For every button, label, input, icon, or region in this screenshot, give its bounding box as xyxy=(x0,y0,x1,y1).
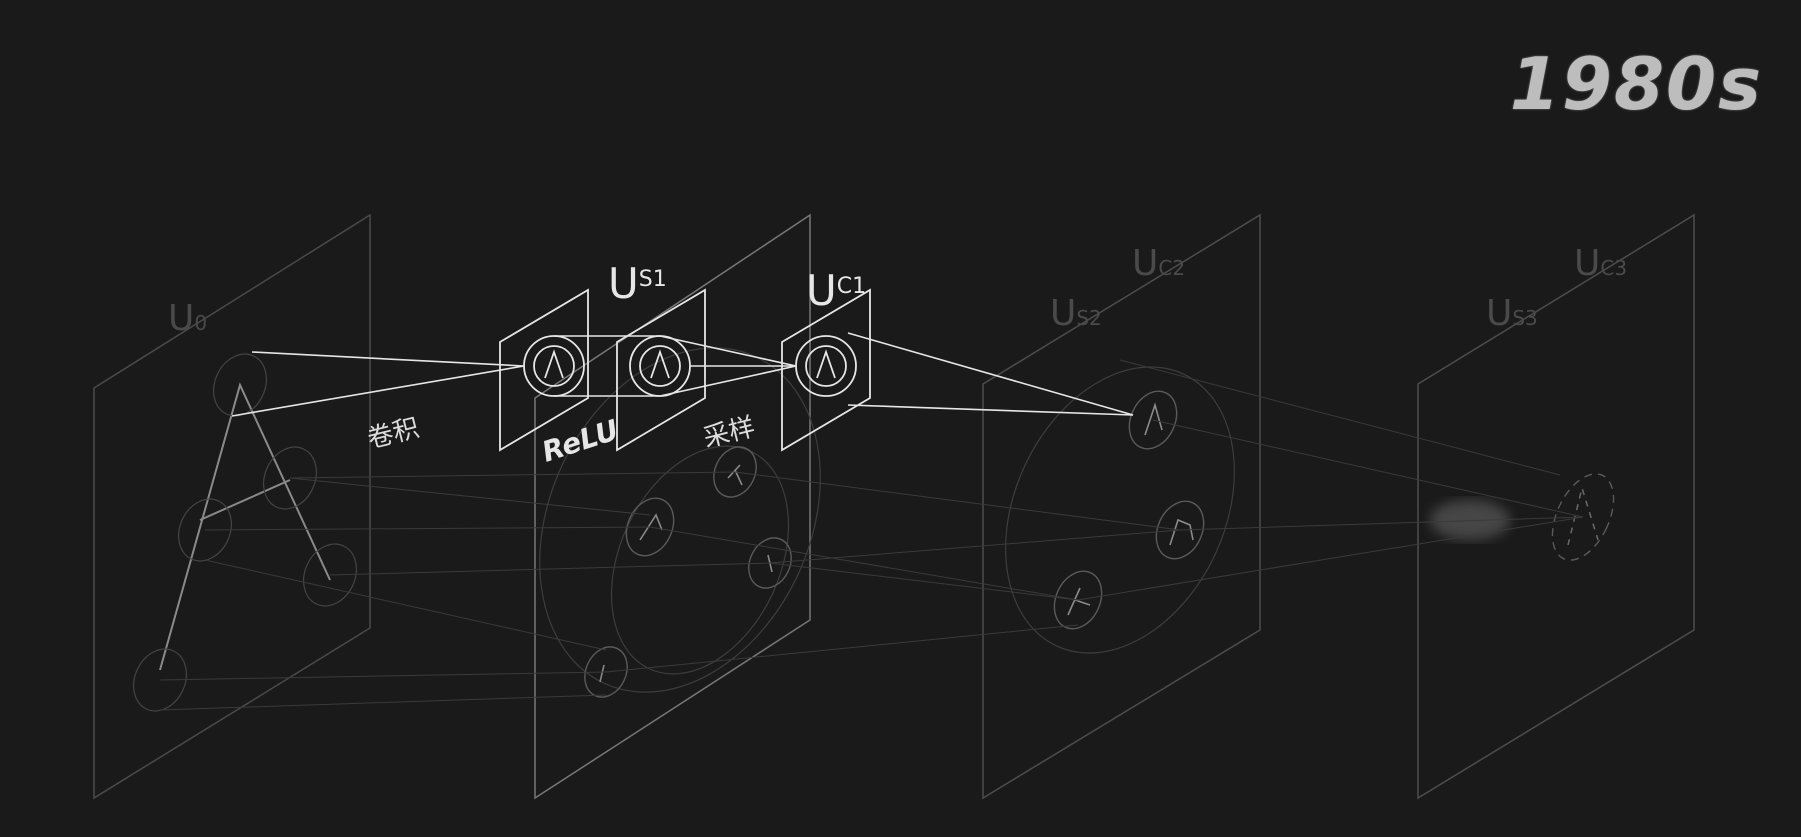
input-letter-a xyxy=(159,382,331,671)
label-us2: US2 xyxy=(1050,293,1102,334)
plane-s1-large xyxy=(534,213,821,800)
convolution-label: 卷积 xyxy=(364,413,422,455)
sampling-label: 采样 xyxy=(700,412,758,454)
plane-u0 xyxy=(93,213,371,800)
label-uc2: UC2 xyxy=(1132,243,1185,284)
faint-connections xyxy=(159,359,1584,711)
label-uc1: UC1 xyxy=(806,266,866,315)
label-u0: U0 xyxy=(168,298,207,339)
layer-labels: U0 US1 UC1 US2 UC2 US3 UC3 xyxy=(168,243,1627,339)
blur-smudge xyxy=(1430,500,1510,540)
operation-labels: 卷积 ReLU 采样 xyxy=(364,412,758,469)
label-us1: US1 xyxy=(608,259,667,308)
relu-label: ReLU xyxy=(538,413,623,469)
label-us3: US3 xyxy=(1486,293,1538,334)
era-label: 1980s xyxy=(1509,42,1763,126)
plane-s2 xyxy=(982,213,1261,800)
label-uc3: UC3 xyxy=(1574,243,1627,284)
input-receptive-fields xyxy=(133,353,357,712)
bright-connections xyxy=(231,332,1134,417)
plane-s3 xyxy=(1417,213,1695,800)
